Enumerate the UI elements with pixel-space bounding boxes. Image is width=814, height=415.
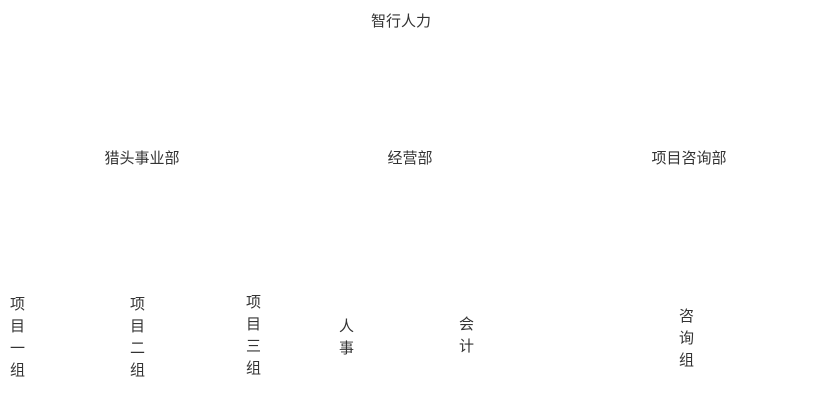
org-node-team-accounting[interactable]: 会计: [457, 316, 475, 360]
org-node-team-project-3[interactable]: 项目三组: [244, 294, 262, 382]
org-node-team-project-2[interactable]: 项目二组: [128, 296, 146, 384]
org-node-dept-project-consulting[interactable]: 项目咨询部: [651, 149, 727, 167]
org-node-team-hr[interactable]: 人事: [337, 318, 355, 362]
org-node-team-project-1[interactable]: 项目一组: [8, 296, 26, 384]
org-node-dept-operations[interactable]: 经营部: [387, 149, 433, 167]
org-node-root[interactable]: 智行人力: [370, 12, 432, 30]
org-node-team-consulting-group[interactable]: 咨询组: [677, 308, 695, 374]
org-node-dept-headhunting[interactable]: 猎头事业部: [104, 149, 180, 167]
